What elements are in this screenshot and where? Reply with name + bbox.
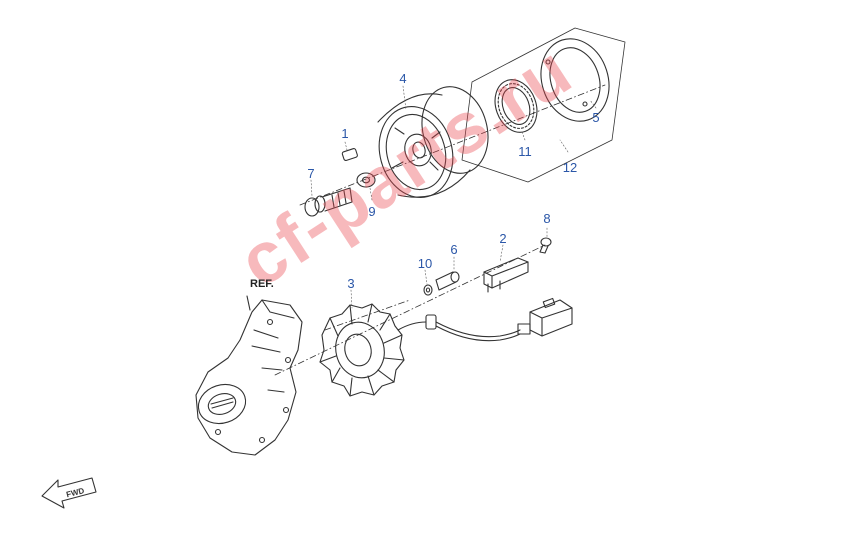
stator-wire-harness (397, 297, 573, 342)
flange-bolt-part (304, 187, 353, 217)
gear-ring-part (540, 38, 610, 122)
callout-9: 9 (368, 204, 376, 219)
pickup-coil-part (483, 257, 529, 293)
forward-arrow-label: FWD (65, 486, 85, 499)
reference-label: REF. (250, 278, 274, 290)
callout-10: 10 (417, 256, 433, 271)
leader-lines (310, 85, 597, 309)
callout-4: 4 (399, 71, 407, 86)
forward-direction-arrow (41, 477, 97, 509)
callout-2: 2 (499, 231, 507, 246)
small-screw-part (539, 237, 552, 254)
callout-8: 8 (543, 211, 551, 226)
flywheel-part (377, 86, 489, 198)
callout-5: 5 (592, 110, 600, 125)
crankcase-cover-reference (195, 295, 303, 456)
key-part (341, 148, 358, 161)
callout-11: 11 (518, 144, 532, 159)
callout-3: 3 (347, 276, 355, 291)
callout-12: 12 (562, 160, 578, 175)
callout-1: 1 (341, 126, 349, 141)
callout-6: 6 (450, 242, 458, 257)
kit-boundary-outline (461, 27, 626, 183)
clip-part-10 (423, 284, 433, 296)
one-way-bearing-part (494, 79, 538, 133)
stator-part (319, 303, 405, 397)
bolt-part-6 (435, 271, 460, 291)
washer-part (356, 172, 376, 188)
assembly-centerlines (274, 84, 606, 376)
callout-7: 7 (307, 166, 315, 181)
